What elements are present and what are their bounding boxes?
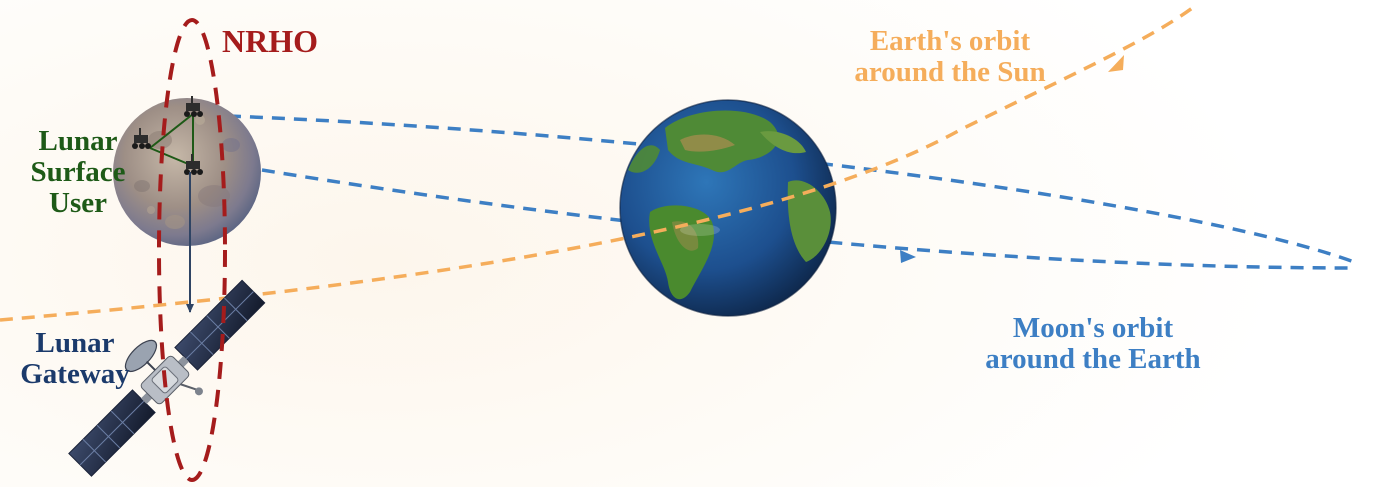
earth-icon — [619, 99, 837, 317]
moon-orbit-label: Moon's orbit around the Earth — [958, 313, 1228, 375]
lunar-surface-user-label-line: Surface — [30, 156, 126, 188]
nrho-orbit-path — [157, 18, 227, 482]
rover-icon — [132, 128, 151, 149]
moon-orbit-label-line: Moon's orbit — [1012, 312, 1174, 344]
earth-orbit-path — [0, 4, 1197, 322]
lunar-surface-user-label-line: User — [49, 187, 107, 219]
moon-orbit-path-bottom — [261, 168, 1355, 270]
rover-icon — [184, 154, 203, 175]
rover-icon — [184, 96, 203, 117]
lunar-gateway-label-line: Gateway — [20, 358, 130, 390]
moon-orbit-path-top — [227, 114, 1355, 264]
nrho-label: NRHO — [222, 23, 318, 59]
earth-orbit-label-line: around the Sun — [854, 56, 1046, 88]
earth-orbit-arrow-icon — [1108, 55, 1124, 72]
moon-orbit-label-line: around the Earth — [985, 343, 1201, 375]
moon-orbit-arrow-icon — [900, 250, 916, 263]
lunar-gateway-label-line: Lunar — [35, 327, 115, 359]
earth-orbit-label-line: Earth's orbit — [869, 25, 1031, 57]
lunar-surface-user-label: Lunar Surface User — [8, 126, 148, 219]
earth-orbit-label: Earth's orbit around the Sun — [820, 26, 1080, 88]
lunar-gateway-label: Lunar Gateway — [0, 328, 150, 390]
lunar-surface-user-label-line: Lunar — [38, 125, 118, 157]
